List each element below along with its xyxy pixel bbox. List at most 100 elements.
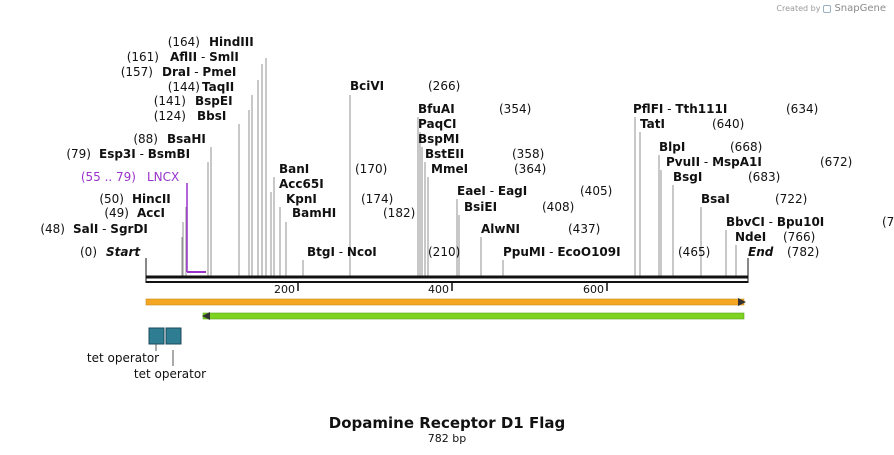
site-label-tati: TatI <box>640 117 665 131</box>
site-tati[interactable]: TatI (640) <box>640 117 744 131</box>
site-eaei[interactable]: EaeI - EagI(405) <box>457 184 612 198</box>
site-ppumi[interactable]: PpuMI - EcoO109I(465) <box>503 245 710 259</box>
site-name-isoschizomer: SmlI <box>209 50 239 64</box>
site-bbvci[interactable]: BbvCI - Bpu10I(755) <box>726 215 894 229</box>
site-position-drai: (157) <box>121 65 153 79</box>
site-pvuii[interactable]: PvuII - MspA1I(672) <box>666 155 852 169</box>
reverse-arrowhead-icon <box>202 312 210 320</box>
site-position-blpi: (668) <box>730 140 762 154</box>
plasmid-name: Dopamine Receptor D1 Flag <box>328 414 566 432</box>
site-btgi[interactable]: BtgI - NcoI(210) <box>307 245 460 259</box>
site-name: BstEII <box>425 147 464 161</box>
site-bbsi[interactable]: BbsI(124) <box>154 109 227 123</box>
site-position-aflii: (161) <box>127 50 159 64</box>
site-bspmi[interactable]: BspMI <box>418 132 459 146</box>
site-bsai[interactable]: BsaI(722) <box>701 192 807 206</box>
site-esp3i[interactable]: Esp3I - BsmBI(79) <box>66 147 190 161</box>
site-label-esp3i: Esp3I - BsmBI <box>99 147 190 161</box>
site-name-separator: - <box>190 65 202 79</box>
site-bsiei[interactable]: BsiEI (408) <box>464 200 574 214</box>
site-bsteii[interactable]: BstEII (358) <box>425 147 544 161</box>
site-name: SalI <box>73 222 98 236</box>
site-drai[interactable]: DraI - PmeI(157) <box>121 65 237 79</box>
site-name: BsgI <box>673 170 702 184</box>
site-name-isoschizomer: MspA1I <box>712 155 762 169</box>
site-label-acci: AccI <box>137 206 165 220</box>
site-bani[interactable]: BanI(170) <box>279 162 387 176</box>
site-name: DraI <box>162 65 190 79</box>
site-position-ndei: (766) <box>783 230 815 244</box>
reverse-orf-arrow[interactable] <box>202 312 745 320</box>
site-position-hindiii: (164) <box>168 35 200 49</box>
tet-operator-box-2[interactable] <box>165 327 182 345</box>
credit-prefix: Created by <box>776 4 821 13</box>
site-name-isoschizomer: SgrDI <box>110 222 148 236</box>
site-label-bani: BanI <box>279 162 309 176</box>
site-name-separator: - <box>486 184 498 198</box>
site-name: BsaHI <box>167 132 206 146</box>
site-acci[interactable]: AccI (49) <box>104 206 165 220</box>
site-position-bsiei: (408) <box>542 200 574 214</box>
site-position-tati: (640) <box>712 117 744 131</box>
tet-operator-features[interactable]: tet operator tet operator <box>87 327 206 381</box>
snapgene-credit: Created by SnapGene <box>776 3 886 14</box>
site-position-acci: (49) <box>104 206 129 220</box>
site-sali[interactable]: SalI - SgrDI(48) <box>40 222 148 236</box>
site-hincii[interactable]: HincII(50) <box>99 192 170 206</box>
site-name: BbvCI <box>726 215 765 229</box>
site-taqii[interactable]: TaqII(144) <box>168 80 235 94</box>
site-aflii[interactable]: AflII - SmlI (161) <box>127 50 239 64</box>
site-pflfi[interactable]: PflFI - Tth111I(634) <box>633 102 818 116</box>
site-bsgi[interactable]: BsgI(683) <box>673 170 780 184</box>
site-name-isoschizomer: BsmBI <box>148 147 190 161</box>
site-label-acc65i: Acc65I <box>279 177 324 191</box>
reverse-orf-bar <box>202 312 745 320</box>
site-bsahi[interactable]: BsaHI(88) <box>133 132 206 146</box>
site-name: AflII <box>170 50 197 64</box>
site-bamhi[interactable]: BamHI (182) <box>292 206 415 220</box>
site-position-bbvci: (755) <box>882 215 894 229</box>
site-label-aflii: AflII - SmlI <box>170 50 239 64</box>
site-name: BtgI <box>307 245 335 259</box>
site-name: BlpI <box>659 140 685 154</box>
site-mmei[interactable]: MmeI(364) <box>431 162 546 176</box>
site-label-btgi: BtgI - NcoI <box>307 245 377 259</box>
site-label-bsahi: BsaHI <box>167 132 206 146</box>
forward-orf-arrow[interactable] <box>145 298 746 306</box>
site-name-separator: - <box>197 50 209 64</box>
site-name: BspMI <box>418 132 459 146</box>
site-name: TatI <box>640 117 665 131</box>
site-bfuai[interactable]: BfuAI(354) <box>418 102 531 116</box>
site-name-separator: - <box>765 215 777 229</box>
site-label-bsai: BsaI <box>701 192 730 206</box>
site-bcivi[interactable]: BciVI(266) <box>350 79 460 93</box>
site-ndei[interactable]: NdeI(766) <box>735 230 815 244</box>
site-position-bfuai: (354) <box>499 102 531 116</box>
site-name-isoschizomer: NcoI <box>347 245 377 259</box>
tet-operator-label-1: tet operator <box>87 351 159 365</box>
plasmid-length: 782 bp <box>427 432 467 445</box>
site-alwni[interactable]: AlwNI(437) <box>481 222 600 236</box>
site-position-bamhi: (182) <box>383 206 415 220</box>
site-bspei[interactable]: BspEI(141) <box>154 94 233 108</box>
site-position-eaei: (405) <box>580 184 612 198</box>
site-label-sali: SalI - SgrDI <box>73 222 148 236</box>
lncx-feature[interactable]: (55 .. 79) LNCX <box>81 170 206 273</box>
tet-operator-box-1[interactable] <box>148 327 165 345</box>
site-blpi[interactable]: BlpI (668) <box>659 140 762 154</box>
site-position-bsteii: (358) <box>512 147 544 161</box>
site-hindiii[interactable]: HindIII(164) <box>168 35 254 49</box>
ruler-tick-label: 600 <box>583 283 604 296</box>
site-acc65i[interactable]: Acc65I <box>279 177 324 191</box>
site-paqci[interactable]: PaqCI <box>418 117 456 131</box>
site-name: BamHI <box>292 206 336 220</box>
site-connector-lines <box>181 58 737 276</box>
site-name: BsiEI <box>464 200 497 214</box>
site-position-kpni: (174) <box>361 192 393 206</box>
site-name: TaqII <box>202 80 234 94</box>
site-name-separator: - <box>663 102 675 116</box>
site-kpni[interactable]: KpnI(174) <box>286 192 393 206</box>
site-name-separator: - <box>98 222 110 236</box>
site-name: MmeI <box>431 162 468 176</box>
